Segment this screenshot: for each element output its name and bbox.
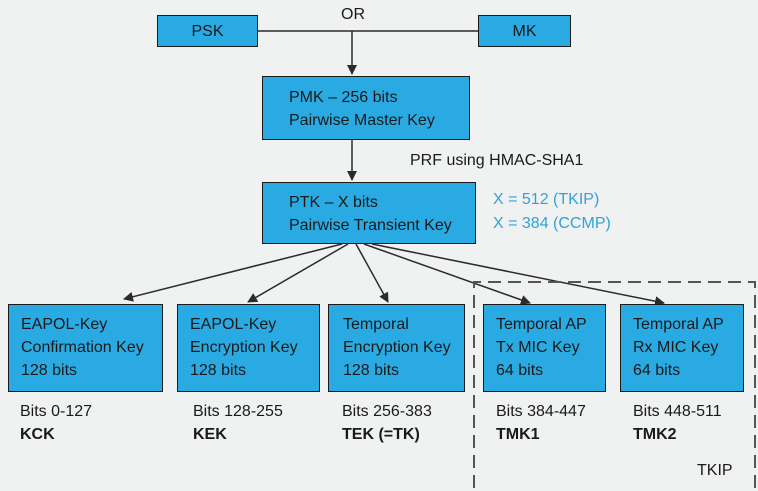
kck-box: EAPOL-Key Confirmation Key 128 bits	[8, 304, 163, 392]
tkip-region-border	[473, 281, 756, 488]
kck-abbr: KCK	[20, 426, 55, 443]
kck-line2: Confirmation Key	[21, 339, 144, 356]
tmk2-bits: Bits 448-511	[633, 403, 722, 420]
psk-box: PSK	[157, 15, 258, 47]
tek-abbr: TEK (=TK)	[342, 426, 420, 443]
tmk1-box: Temporal AP Tx MIC Key 64 bits	[483, 304, 606, 392]
kek-line1: EAPOL-Key	[190, 316, 277, 333]
or-label: OR	[341, 6, 365, 23]
tkip-label: TKIP	[697, 462, 733, 479]
kek-box: EAPOL-Key Encryption Key 128 bits	[177, 304, 320, 392]
tmk1-abbr: TMK1	[496, 426, 540, 443]
ptk-to-kck-arrow	[123, 243, 343, 302]
kek-bits: Bits 128-255	[193, 403, 283, 420]
tek-line1: Temporal	[343, 316, 409, 333]
tmk1-line1: Temporal AP	[496, 316, 587, 333]
ptk-to-tek-arrow	[355, 243, 389, 303]
tek-bits: Bits 256-383	[342, 403, 432, 420]
tmk2-box: Temporal AP Rx MIC Key 64 bits	[620, 304, 744, 392]
kek-line3: 128 bits	[190, 362, 247, 379]
psk-label: PSK	[191, 22, 224, 40]
tmk2-line2: Rx MIC Key	[633, 339, 719, 356]
ptk-to-tmk1-arrow	[363, 243, 531, 305]
tmk2-line3: 64 bits	[633, 362, 681, 379]
tmk1-line3: 64 bits	[496, 362, 544, 379]
ptk-title: PTK – X bits	[289, 194, 378, 211]
tmk1-bits: Bits 384-447	[496, 403, 586, 420]
ptk-box: PTK – X bits Pairwise Transient Key	[262, 182, 476, 244]
tek-box: Temporal Encryption Key 128 bits	[328, 304, 465, 392]
tek-line3: 128 bits	[343, 362, 400, 379]
ptk-subtitle: Pairwise Transient Key	[289, 217, 452, 234]
ptk-to-tmk2-arrow	[371, 243, 665, 307]
ptk-note-ccmp: X = 384 (CCMP)	[493, 215, 611, 232]
kck-bits: Bits 0-127	[20, 403, 93, 420]
mk-box: MK	[478, 15, 571, 47]
kck-line1: EAPOL-Key	[21, 316, 108, 333]
ptk-note-tkip: X = 512 (TKIP)	[493, 191, 600, 208]
mk-label: MK	[512, 22, 537, 40]
prf-label: PRF using HMAC-SHA1	[410, 152, 584, 169]
kek-line2: Encryption Key	[190, 339, 298, 356]
pmk-subtitle: Pairwise Master Key	[289, 112, 435, 129]
tmk2-abbr: TMK2	[633, 426, 677, 443]
tek-line2: Encryption Key	[343, 339, 451, 356]
kck-line3: 128 bits	[21, 362, 78, 379]
ptk-to-kek-arrow	[247, 243, 349, 303]
pmk-box: PMK – 256 bits Pairwise Master Key	[262, 76, 470, 140]
kek-abbr: KEK	[193, 426, 227, 443]
tmk2-line1: Temporal AP	[633, 316, 724, 333]
tmk1-line2: Tx MIC Key	[496, 339, 580, 356]
pmk-title: PMK – 256 bits	[289, 89, 398, 106]
